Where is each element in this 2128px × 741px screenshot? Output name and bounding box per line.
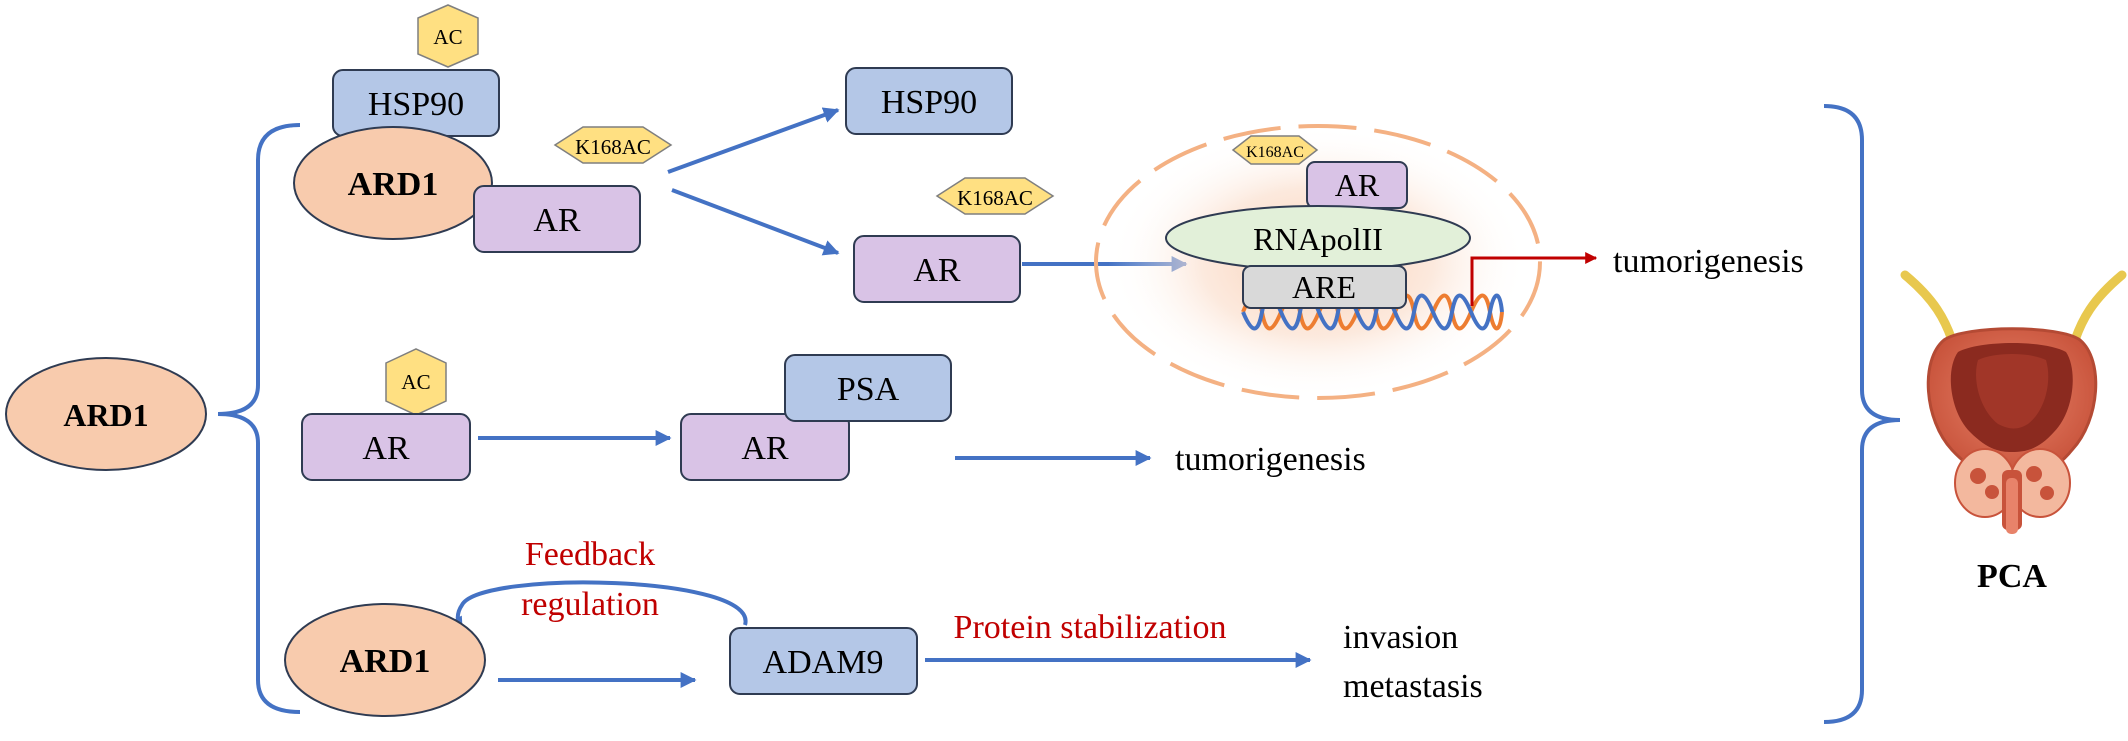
adam9-box: ADAM9 xyxy=(729,627,918,695)
psa-box: PSA xyxy=(784,354,952,422)
svg-text:PSA: PSA xyxy=(837,371,900,408)
feedback-label-line1: Feedback xyxy=(525,536,655,573)
top-ard1-node: ARD1 xyxy=(293,126,493,240)
nucleus: K168AC AR RNApolII ARE xyxy=(1094,124,1598,400)
svg-text:AR: AR xyxy=(1335,167,1380,203)
svg-text:ARD1: ARD1 xyxy=(348,166,439,203)
ar-right-box: AR xyxy=(680,413,850,481)
k168ac-tag-released: K168AC xyxy=(935,177,1055,215)
svg-text:ARE: ARE xyxy=(1292,269,1356,305)
svg-text:HSP90: HSP90 xyxy=(881,84,977,121)
svg-text:AR: AR xyxy=(533,202,581,239)
rnapol-oval: RNApolII xyxy=(1165,205,1471,271)
ar-nucleus-box: AR xyxy=(1306,161,1408,209)
svg-text:AR: AR xyxy=(913,252,961,289)
ac-tag-top: AC xyxy=(417,4,479,68)
left-brace xyxy=(217,123,301,714)
feedback-loop-arrow xyxy=(447,580,748,634)
top-pathway: AC HSP90 ARD1 AR K168AC HSP90 xyxy=(293,4,1804,400)
svg-text:AC: AC xyxy=(433,25,462,49)
middle-pathway: AC AR AR PSA tumorigenesis xyxy=(301,348,1366,481)
hsp90-bound-box: HSP90 xyxy=(332,69,500,137)
svg-text:K168AC: K168AC xyxy=(957,186,1033,210)
are-box: ARE xyxy=(1242,265,1407,309)
middle-outcome-label: tumorigenesis xyxy=(1175,441,1366,478)
bottom-outcome-line1: invasion xyxy=(1343,619,1458,656)
k168ac-tag-top: K168AC xyxy=(553,126,673,164)
svg-text:K168AC: K168AC xyxy=(575,135,651,159)
hsp90-released-box: HSP90 xyxy=(845,67,1013,135)
prostate-organ-icon xyxy=(1900,270,2127,534)
left-ard1-label: ARD1 xyxy=(63,397,148,433)
transcription-arrow xyxy=(1470,252,1598,306)
ar-bound-box: AR xyxy=(473,185,641,253)
bottom-pathway: Feedback regulation ARD1 ADAM9 Protein s… xyxy=(284,536,1483,717)
k168ac-tag-nucleus: K168AC xyxy=(1231,135,1319,165)
ac-tag-middle: AC xyxy=(385,348,447,416)
left-ard1-node: ARD1 xyxy=(5,357,207,471)
feedback-label-line2: regulation xyxy=(521,586,659,623)
svg-text:ADAM9: ADAM9 xyxy=(763,644,884,681)
svg-text:HSP90: HSP90 xyxy=(368,86,464,123)
bottom-outcome-line2: metastasis xyxy=(1343,668,1483,705)
svg-text:AC: AC xyxy=(401,370,430,394)
right-brace xyxy=(1823,104,1901,724)
arrow-to-ar-released xyxy=(671,188,840,256)
svg-text:RNApolII: RNApolII xyxy=(1253,221,1383,257)
bottom-ard1-node: ARD1 xyxy=(284,603,486,717)
svg-text:AR: AR xyxy=(362,430,410,467)
top-outcome-label: tumorigenesis xyxy=(1613,243,1804,280)
ar-left-box: AR xyxy=(301,413,471,481)
stabilization-label: Protein stabilization xyxy=(954,609,1227,646)
svg-text:ARD1: ARD1 xyxy=(340,643,431,680)
arrow-to-hsp90 xyxy=(667,107,840,174)
svg-text:AR: AR xyxy=(741,430,789,467)
ar-released-box: AR xyxy=(853,235,1021,303)
svg-text:K168AC: K168AC xyxy=(1246,144,1304,161)
pca-label: PCA xyxy=(1977,558,2047,595)
